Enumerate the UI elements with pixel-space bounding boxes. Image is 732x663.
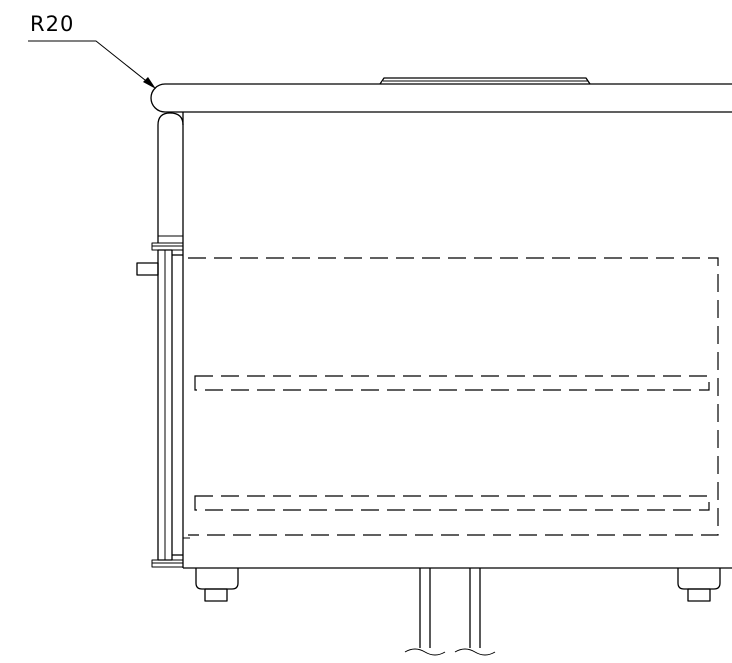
left-foot <box>195 568 239 602</box>
door-handle <box>136 262 159 276</box>
worktop-slab <box>150 77 732 113</box>
door-profile <box>151 112 184 568</box>
cabinet-body <box>182 112 732 569</box>
hidden-shelf-lower <box>194 495 710 511</box>
drain-pipes <box>404 568 496 656</box>
right-foot <box>677 568 721 602</box>
radius-leader-line <box>28 40 156 89</box>
hidden-interior-outline <box>188 257 719 536</box>
radius-dimension-label: R20 <box>30 12 75 36</box>
hidden-shelf-upper <box>194 375 710 391</box>
